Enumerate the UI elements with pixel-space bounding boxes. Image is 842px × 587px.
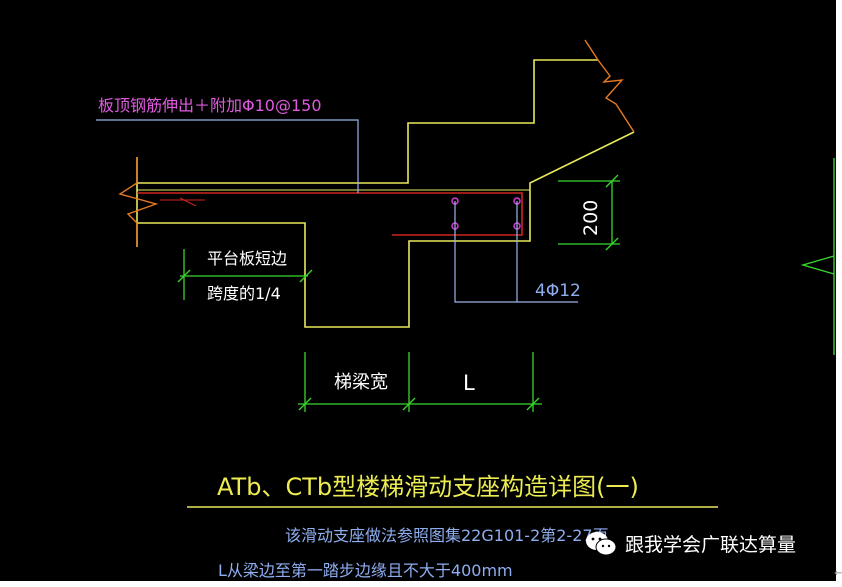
section-marker-arrow (800, 255, 835, 275)
platform-label-line-1: 平台板短边 (207, 249, 287, 268)
stair-sloped-edge (533, 131, 635, 182)
dim-bottom-tick (298, 397, 312, 411)
note-line-2: L从梁边至第一踏步边缘且不大于400mm (218, 561, 513, 580)
dim-200-tick (605, 237, 619, 251)
dimension-lines (177, 174, 620, 412)
section-marker (800, 158, 835, 355)
top-rebar-leader (96, 119, 359, 193)
top-break-line (584, 39, 635, 133)
rebar-hook (179, 197, 197, 207)
slab-top-rebar (137, 192, 523, 236)
rebar-4-leader (454, 201, 578, 303)
dim-200-tick (605, 174, 619, 188)
dimension-200-label: 200 (580, 200, 602, 236)
length-l-label: L (463, 371, 475, 395)
dim-platform-tick (299, 269, 313, 283)
rebar-lines (137, 192, 523, 236)
break-lines (118, 39, 635, 247)
wechat-icon (585, 531, 617, 557)
dim-bottom-tick (526, 397, 540, 411)
watermark: 跟我学会广联达算量 (585, 530, 796, 557)
left-break-line (118, 157, 159, 247)
longitudinal-rebars (451, 197, 521, 230)
scroll-arrow-icon[interactable]: ← (834, 568, 842, 579)
top-rebar-label: 板顶钢筋伸出＋附加Φ10@150 (98, 96, 322, 115)
beam-width-label: 梯梁宽 (334, 372, 388, 393)
slab-top-edge (137, 59, 598, 184)
dim-bottom-tick (402, 397, 416, 411)
watermark-text: 跟我学会广联达算量 (625, 534, 797, 556)
note-line-1: 该滑动支座做法参照图集22G101-2第2-27页 (285, 526, 609, 545)
drawing-title: ATb、CTb型楼梯滑动支座构造详图(一) (217, 473, 639, 501)
rebar-4-label: 4Φ12 (535, 281, 581, 301)
dim-platform-tick (177, 269, 191, 283)
slab-bottom-edge (137, 180, 535, 328)
platform-label-line-2: 跨度的1/4 (207, 284, 281, 303)
leader-lines (96, 119, 578, 303)
